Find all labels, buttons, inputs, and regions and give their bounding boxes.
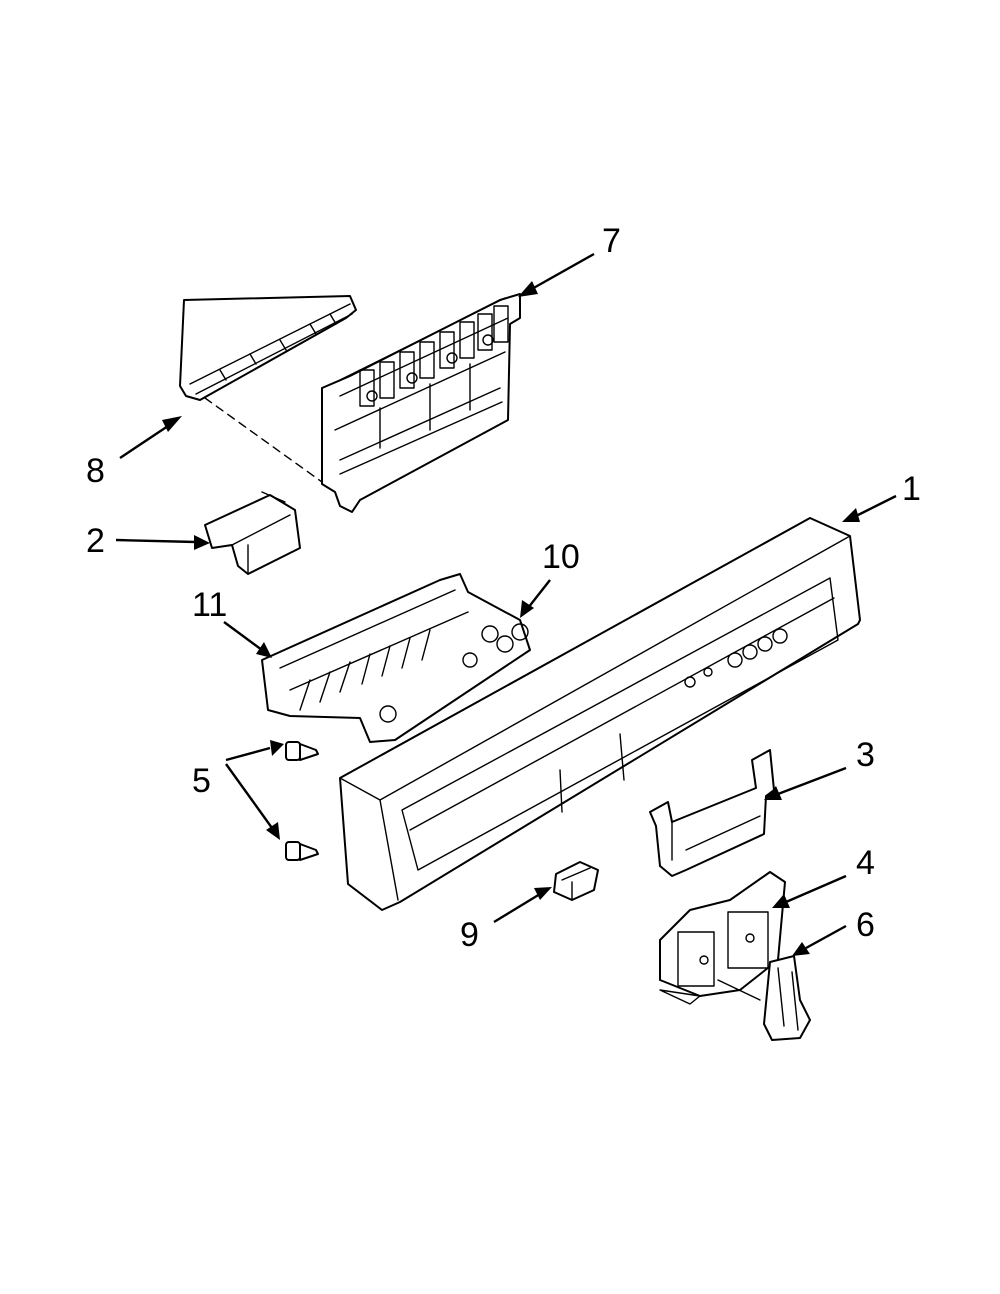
control-board-part — [321, 293, 521, 513]
handle-bracket-part — [649, 749, 775, 877]
callout-7: 7 — [602, 222, 621, 260]
screw-part-upper — [285, 741, 319, 761]
screw-part-lower — [285, 841, 319, 861]
callout-6: 6 — [856, 906, 875, 944]
callout-10: 10 — [542, 538, 580, 576]
callout-4: 4 — [856, 844, 875, 882]
callout-2: 2 — [86, 522, 105, 560]
latch-assembly-part — [659, 871, 786, 1005]
callout-arrows — [115, 252, 897, 956]
callout-11: 11 — [192, 586, 227, 624]
button-housing-part — [261, 573, 531, 743]
rail-bracket-part — [179, 295, 357, 483]
callout-5: 5 — [192, 762, 211, 800]
callout-8: 8 — [86, 452, 105, 490]
callout-9: 9 — [460, 916, 479, 954]
callout-1: 1 — [902, 470, 921, 508]
control-panel-part — [339, 517, 861, 911]
connector-part — [553, 861, 599, 901]
callout-3: 3 — [856, 736, 875, 774]
latch-lever-part — [763, 955, 811, 1041]
clip-part — [204, 491, 301, 575]
